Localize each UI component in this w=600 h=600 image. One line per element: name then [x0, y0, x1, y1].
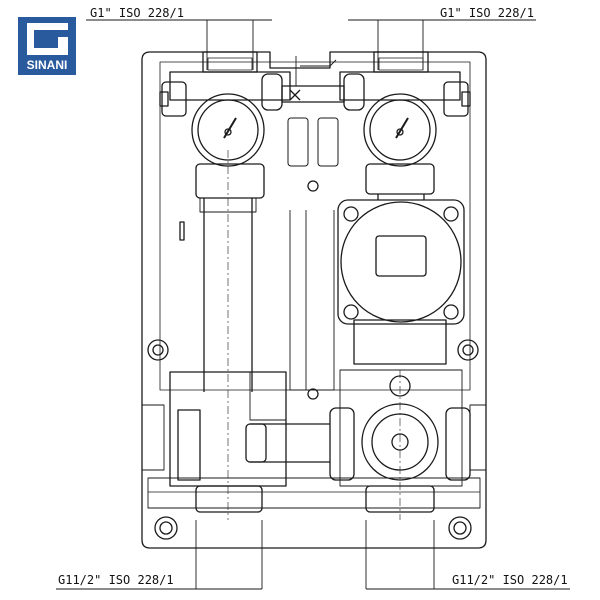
logo-mark-notch: [58, 37, 68, 48]
top-right-connection-label: G1" ISO 228/1: [440, 6, 534, 20]
bypass-cross: [289, 89, 301, 101]
top-right-manifold: [339, 71, 461, 101]
right-thermometer-dial: [369, 99, 431, 161]
connecting-pipe-nut: [245, 423, 267, 463]
left-thermometer-dial: [197, 99, 259, 161]
slot-1: [287, 117, 309, 167]
bottom-right-connection-label: G11/2" ISO 228/1: [452, 573, 568, 587]
mixing-valve-left-nut: [329, 407, 355, 481]
bypass-body: [281, 85, 345, 103]
connecting-pipe: [245, 423, 330, 463]
connecting-pipe-walls: [250, 423, 330, 463]
left-side-cap-stub: [159, 91, 169, 107]
shell-outer: [141, 51, 487, 549]
mount-hole-left: [147, 339, 169, 361]
sinani-logo: SINANI: [18, 17, 76, 75]
pump-motor: [340, 201, 462, 323]
bypass-valve: [261, 56, 365, 111]
bottom-rail: [147, 477, 481, 509]
mount-hole-bottom-right-inner: [453, 521, 467, 535]
mount-hole-bottom-right: [448, 516, 472, 540]
top-left-nut-inner: [207, 57, 253, 71]
mixing-valve-right-nut: [445, 407, 471, 481]
center-mount-hole-upper: [307, 180, 319, 192]
bypass-left-nut: [261, 73, 283, 111]
mount-hole-left-inner: [152, 344, 164, 356]
bypass-right-nut: [343, 73, 365, 111]
right-side-cap: [443, 81, 469, 117]
insulation-shell: [141, 51, 487, 549]
logo-mark: [27, 23, 68, 55]
left-side-cap: [161, 81, 187, 117]
center-channel: [289, 210, 335, 391]
logo-text: SINANI: [27, 58, 68, 72]
pump-bolt-br: [443, 304, 459, 320]
left-upper-nut: [195, 163, 265, 199]
bypass-arrow: [300, 59, 337, 67]
left-pipe-walls: [203, 198, 253, 392]
pump-bolt-tl: [343, 206, 359, 222]
logo-graphic: SINANI: [18, 17, 76, 75]
left-supply-pipe: [195, 150, 265, 520]
back-channels: [289, 210, 335, 391]
right-side-cap-stub: [461, 91, 471, 107]
top-right-nut-inner: [378, 57, 424, 71]
right-thermometer: [363, 93, 437, 167]
shell-left-notch: [142, 404, 165, 471]
right-thermometer-pivot: [396, 128, 404, 136]
right-pipe-stub: [377, 194, 425, 200]
mixing-valve: [329, 369, 471, 520]
top-left-manifold: [169, 71, 291, 101]
lower-left-block: [169, 371, 287, 487]
right-return-pipe: [365, 163, 435, 200]
mounting-holes: [147, 339, 479, 540]
pump-housing: [337, 199, 465, 325]
circulation-pump: [337, 199, 465, 365]
pump-base: [353, 319, 447, 365]
lower-left-outlet-nut: [195, 485, 263, 513]
mount-hole-bottom-left: [154, 516, 178, 540]
lower-left-side-port: [177, 409, 201, 481]
shell-inner-upper: [159, 61, 471, 391]
mount-hole-right: [457, 339, 479, 361]
top-left-connection-label: G1" ISO 228/1: [90, 6, 184, 20]
right-thermometer-housing: [363, 93, 437, 167]
bottom-left-connection-label: G11/2" ISO 228/1: [58, 573, 174, 587]
lower-left-elbow: [169, 371, 287, 513]
top-right-fitting: [339, 51, 471, 117]
left-indicator-slot: [179, 221, 185, 241]
pump-bolt-tr: [443, 206, 459, 222]
dimension-lines: [56, 19, 570, 590]
center-slots: [287, 117, 339, 167]
center-mount-hole-lower: [307, 388, 319, 400]
shell-right-notch: [469, 404, 486, 471]
mixing-valve-shell: [339, 369, 463, 487]
lower-left-inner-bend: [249, 372, 286, 421]
mount-hole-right-inner: [462, 344, 474, 356]
mount-hole-bottom-left-inner: [159, 521, 173, 535]
slot-2: [317, 117, 339, 167]
pump-bolt-bl: [343, 304, 359, 320]
pump-terminal-box: [375, 235, 427, 277]
right-upper-nut: [365, 163, 435, 195]
left-thermometer-pivot: [224, 128, 232, 136]
